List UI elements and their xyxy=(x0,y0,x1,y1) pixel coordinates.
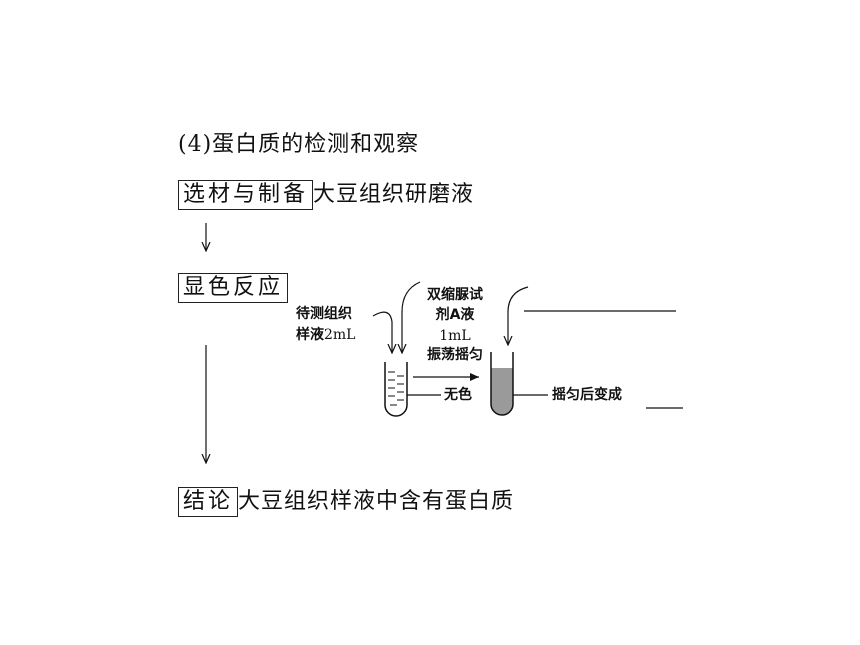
conclusion-text: 大豆组织样液中含有蛋白质 xyxy=(238,489,515,514)
prep-step: 选材与制备大豆组织研磨液 xyxy=(178,176,475,210)
test-tube-2-liquid xyxy=(491,368,513,415)
reaction-step: 显色反应 xyxy=(178,269,289,303)
prep-text: 大豆组织研磨液 xyxy=(313,182,475,207)
sample-label-line2: 样液2mL xyxy=(296,324,355,344)
test-tube-1 xyxy=(384,362,408,417)
sample-label-line1: 待测组织 xyxy=(296,306,352,322)
section-heading: (4)蛋白质的检测和观察 xyxy=(178,132,420,157)
conclusion-step: 结论大豆组织样液中含有蛋白质 xyxy=(178,483,515,517)
tube-2-color-label: 摇匀后变成 xyxy=(552,387,622,403)
sample-label-liquid: 样液 xyxy=(296,327,324,343)
sample-pour-arrow xyxy=(372,311,392,352)
conclusion-label-box: 结论 xyxy=(178,487,239,517)
prep-label-box: 选材与制备 xyxy=(178,180,314,210)
reagent-label-line1: 双缩脲试 xyxy=(427,287,483,303)
shake-instruction: 振荡摇匀 xyxy=(427,347,483,363)
sample-volume: 2mL xyxy=(324,327,356,343)
tube-1-liquid-hatch xyxy=(388,371,404,406)
tube-1-color-label: 无色 xyxy=(444,387,472,403)
reagent-pour-arrow xyxy=(402,281,421,352)
reaction-label-box: 显色反应 xyxy=(178,273,289,303)
reagent-volume: 1mL xyxy=(439,328,471,344)
test-tube-2 xyxy=(490,352,514,416)
reagent-b-pour-arrow xyxy=(508,286,529,344)
reagent-label-line2: 剂A液 xyxy=(435,307,475,323)
